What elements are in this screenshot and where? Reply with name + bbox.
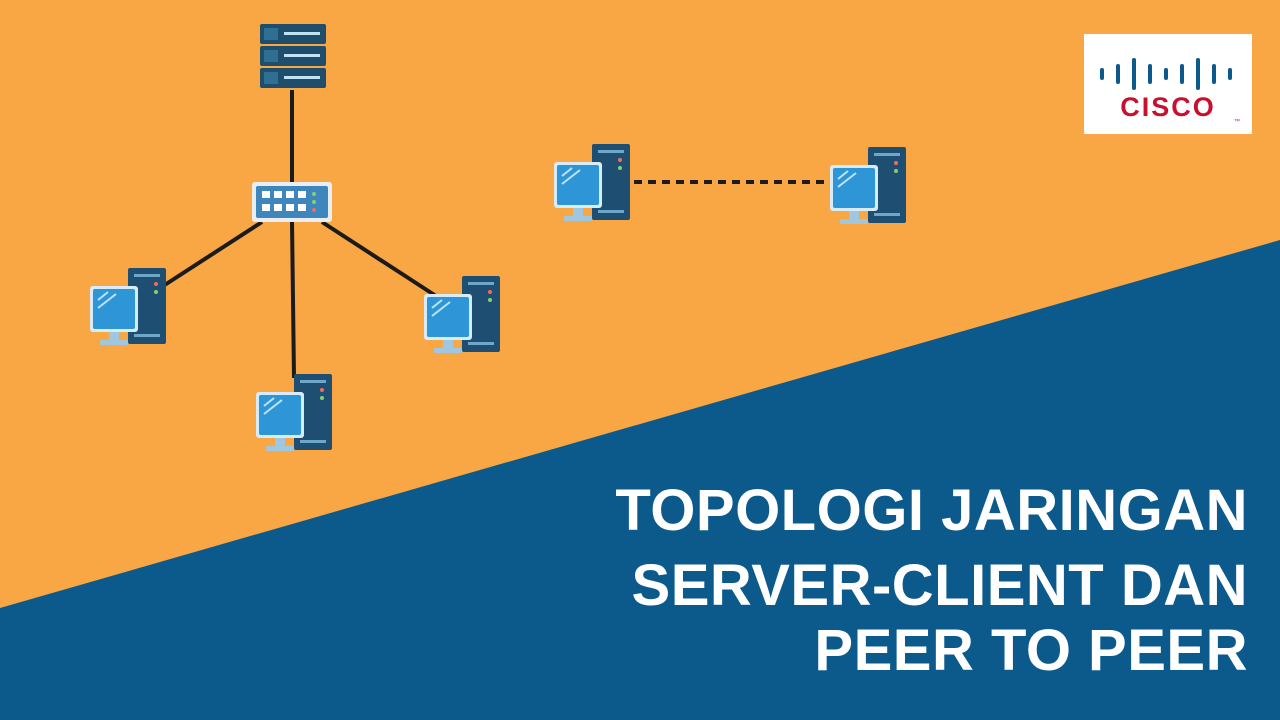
title-line-1: TOPOLOGI JARINGAN xyxy=(615,478,1248,543)
cisco-wordmark: CISCO xyxy=(1120,92,1216,122)
link-switch-client-bottom xyxy=(290,221,296,379)
peer-computer-left-icon xyxy=(554,144,630,221)
title-line-2: SERVER-CLIENT DAN xyxy=(631,553,1248,618)
cisco-logo: CISCO ™ xyxy=(1084,34,1252,134)
blue-diagonal-band xyxy=(0,240,1280,720)
client-computer-right-icon xyxy=(424,276,500,353)
server-client-links xyxy=(158,90,438,379)
title-line-3: PEER TO PEER xyxy=(814,618,1248,683)
client-computer-left-icon xyxy=(90,268,166,345)
cisco-trademark: ™ xyxy=(1234,119,1240,125)
link-switch-client-left xyxy=(158,220,264,290)
server-rack-icon xyxy=(260,24,326,88)
link-switch-client-right xyxy=(320,220,438,298)
peer-computer-right-icon xyxy=(830,147,906,224)
network-switch-icon xyxy=(252,182,332,222)
client-computer-bottom-icon xyxy=(256,374,332,451)
cisco-bars-icon xyxy=(1100,58,1232,90)
